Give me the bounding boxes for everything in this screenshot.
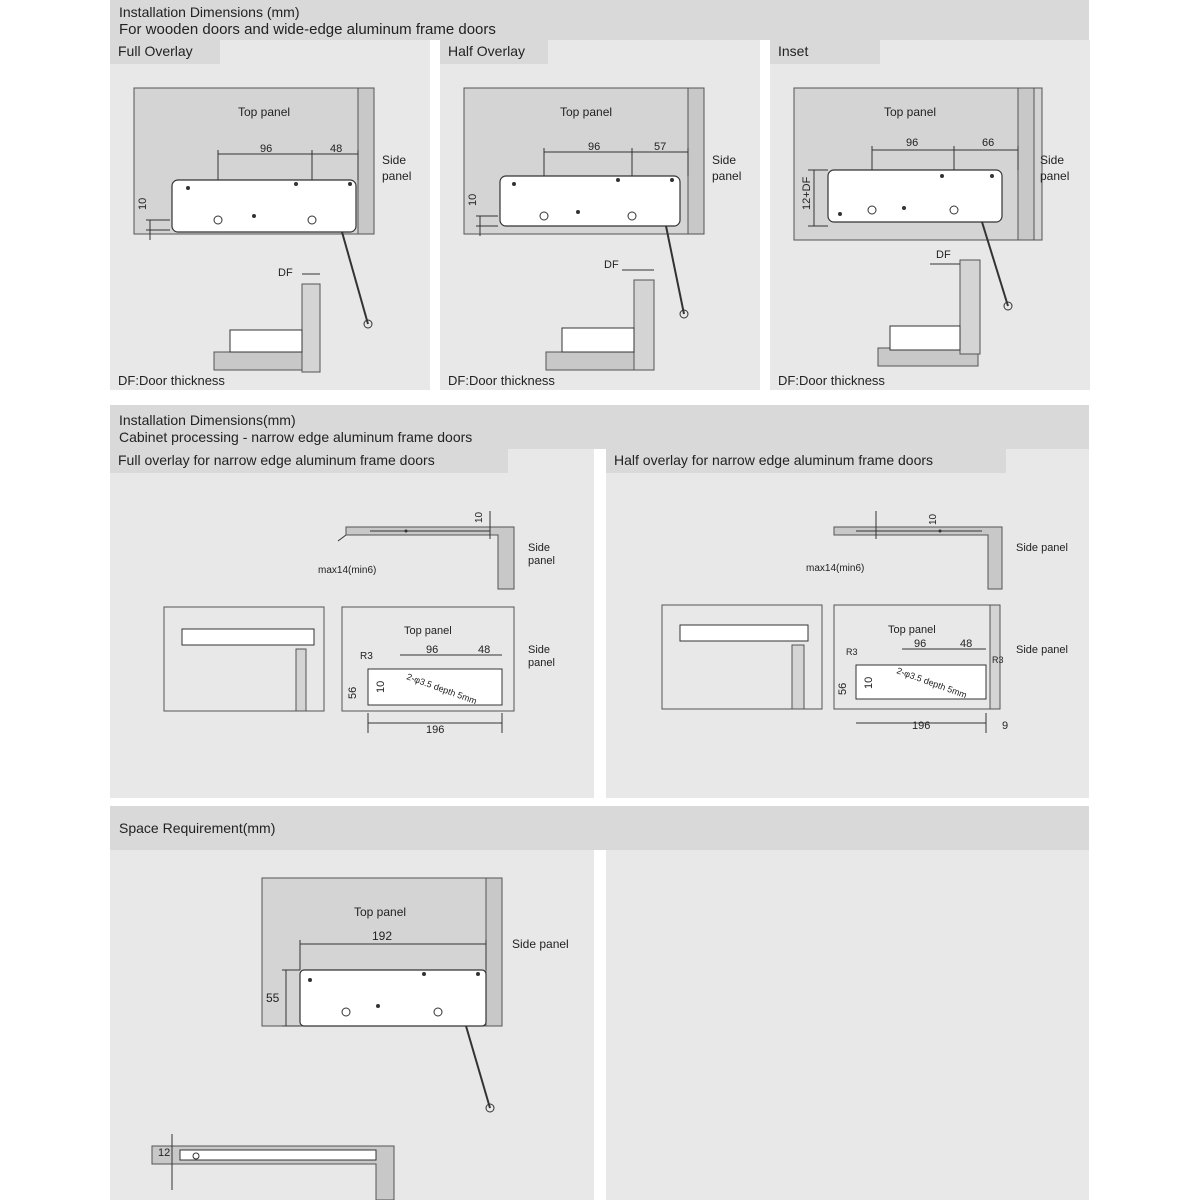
space-dim-192: 192 bbox=[372, 929, 392, 943]
narrow-half-dim-96: 96 bbox=[914, 638, 926, 650]
space-dim-12: 12 bbox=[158, 1147, 170, 1159]
full-overlay-diagram: Top panel Side panel 96 48 10 DF bbox=[133, 87, 411, 373]
narrow-full-diagram: Side panel 10 max14(min6) Top panel Side… bbox=[163, 511, 555, 736]
half-overlay-note: DF:Door thickness bbox=[448, 373, 555, 388]
half-overlay-top-panel-label: Top panel bbox=[560, 105, 612, 119]
inset-top-panel-label: Top panel bbox=[884, 105, 936, 119]
section1-title: Installation Dimensions (mm) For wooden … bbox=[119, 4, 496, 38]
narrow-half-side-b: Side panel bbox=[1016, 644, 1068, 656]
inset-diagram: Top panel Side panel 96 66 12+DF DF bbox=[793, 87, 1069, 367]
section2-header bbox=[110, 405, 1089, 449]
space-dim-55: 55 bbox=[266, 991, 280, 1005]
section1-header bbox=[110, 0, 1089, 40]
panel-space-empty bbox=[606, 850, 1089, 1200]
narrow-half-dim-10: 10 bbox=[863, 677, 875, 689]
tab-full-overlay: Full Overlay bbox=[110, 40, 220, 64]
tab-narrow-half: Half overlay for narrow edge aluminum fr… bbox=[606, 449, 1006, 473]
narrow-full-side-b1: Side bbox=[528, 644, 550, 656]
space-requirement-diagram: Top panel Side panel 192 55 12 bbox=[151, 877, 569, 1200]
narrow-half-top-panel: Top panel bbox=[888, 624, 936, 636]
inset-dim-12-df: 12+DF bbox=[801, 176, 813, 210]
half-overlay-dim-96: 96 bbox=[588, 141, 600, 153]
narrow-full-max-label: max14(min6) bbox=[318, 565, 376, 576]
narrow-full-side-label-2: panel bbox=[528, 555, 555, 567]
half-overlay-diagram: Top panel Side panel 96 57 10 DF bbox=[463, 87, 741, 371]
inset-side-label-2: panel bbox=[1040, 169, 1069, 183]
tab-inset: Inset bbox=[770, 40, 880, 64]
half-overlay-side-label-2: panel bbox=[712, 169, 741, 183]
half-overlay-dim-10: 10 bbox=[467, 194, 479, 206]
full-overlay-side-label-2: panel bbox=[382, 169, 411, 183]
full-overlay-dim-96: 96 bbox=[260, 143, 272, 155]
section2-title: Installation Dimensions(mm) Cabinet proc… bbox=[119, 412, 473, 445]
full-overlay-dim-10: 10 bbox=[137, 198, 149, 210]
narrow-half-dim-9: 9 bbox=[1002, 720, 1008, 732]
narrow-full-dim-196: 196 bbox=[426, 724, 444, 736]
tab-half-overlay: Half Overlay bbox=[440, 40, 548, 64]
full-overlay-dim-48: 48 bbox=[330, 143, 342, 155]
tab-narrow-full: Full overlay for narrow edge aluminum fr… bbox=[110, 449, 508, 473]
narrow-full-top-panel: Top panel bbox=[404, 625, 452, 637]
narrow-half-dim-196: 196 bbox=[912, 720, 930, 732]
full-overlay-top-panel-label: Top panel bbox=[238, 105, 290, 119]
narrow-half-dim-56: 56 bbox=[837, 683, 849, 695]
space-side-panel: Side panel bbox=[512, 937, 569, 951]
section3-header bbox=[110, 806, 1089, 850]
half-overlay-dim-57: 57 bbox=[654, 141, 666, 153]
full-overlay-side-label-1: Side bbox=[382, 153, 406, 167]
narrow-half-max-label: max14(min6) bbox=[806, 563, 864, 574]
narrow-half-dim-top: 10 bbox=[928, 513, 939, 525]
inset-side-label-1: Side bbox=[1040, 153, 1064, 167]
narrow-full-dim-56: 56 bbox=[347, 687, 359, 699]
narrow-full-dim-top: 10 bbox=[474, 511, 485, 523]
narrow-full-dim-96: 96 bbox=[426, 644, 438, 656]
narrow-full-side-label-1: Side bbox=[528, 542, 550, 554]
narrow-half-diagram: Side panel 10 max14(min6) Top panel Side… bbox=[661, 511, 1068, 733]
inset-df: DF bbox=[936, 249, 951, 261]
section3-title: Space Requirement(mm) bbox=[119, 820, 276, 836]
narrow-half-r3a: R3 bbox=[846, 647, 858, 657]
inset-dim-96: 96 bbox=[906, 137, 918, 149]
full-overlay-df: DF bbox=[278, 267, 293, 279]
narrow-half-r3b: R3 bbox=[992, 655, 1004, 665]
inset-dim-66: 66 bbox=[982, 137, 994, 149]
inset-note: DF:Door thickness bbox=[778, 373, 885, 388]
narrow-full-r3: R3 bbox=[360, 651, 373, 662]
narrow-full-side-b2: panel bbox=[528, 657, 555, 669]
narrow-full-dim-48: 48 bbox=[478, 644, 490, 656]
space-top-panel: Top panel bbox=[354, 905, 406, 919]
full-overlay-note: DF:Door thickness bbox=[118, 373, 225, 388]
half-overlay-side-label-1: Side bbox=[712, 153, 736, 167]
narrow-half-side-label: Side panel bbox=[1016, 542, 1068, 554]
narrow-full-dim-10: 10 bbox=[375, 681, 387, 693]
narrow-half-dim-48: 48 bbox=[960, 638, 972, 650]
half-overlay-df: DF bbox=[604, 259, 619, 271]
